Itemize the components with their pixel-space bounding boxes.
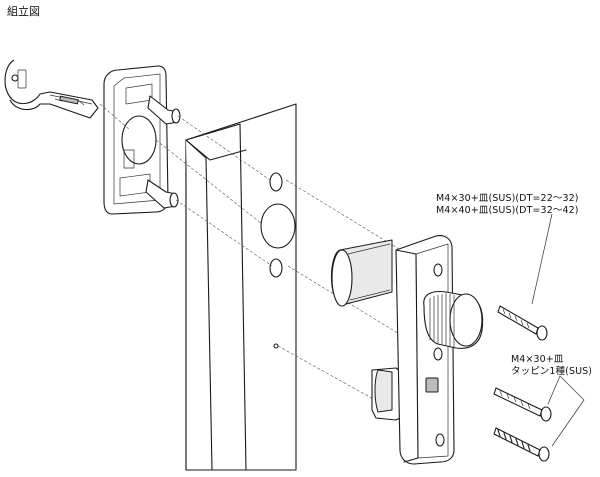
screw-middle <box>493 387 552 422</box>
callout-screw-top-line2: M4×40+皿(SUS)(DT=32～42) <box>436 205 579 216</box>
assembly-guide-lines <box>99 103 441 437</box>
cylinder <box>331 239 393 307</box>
callout-leaders <box>531 213 585 447</box>
screw-tapping <box>493 427 550 462</box>
callout-screw-bottom-line1: M4×30+皿 <box>511 354 564 365</box>
screw-upper <box>497 305 548 341</box>
front-plate <box>395 235 455 465</box>
callout-screw-top-line1: M4×30+皿(SUS)(DT=22～32) <box>436 193 579 204</box>
callout-screw-bottom-line2: タッピン1種(SUS) <box>511 366 593 377</box>
back-plate <box>103 65 181 215</box>
thumb-knob <box>423 290 484 349</box>
door-panel <box>185 103 297 471</box>
latch <box>371 367 405 421</box>
diagram-title: 組立図 <box>7 5 40 18</box>
key-part <box>4 59 99 119</box>
